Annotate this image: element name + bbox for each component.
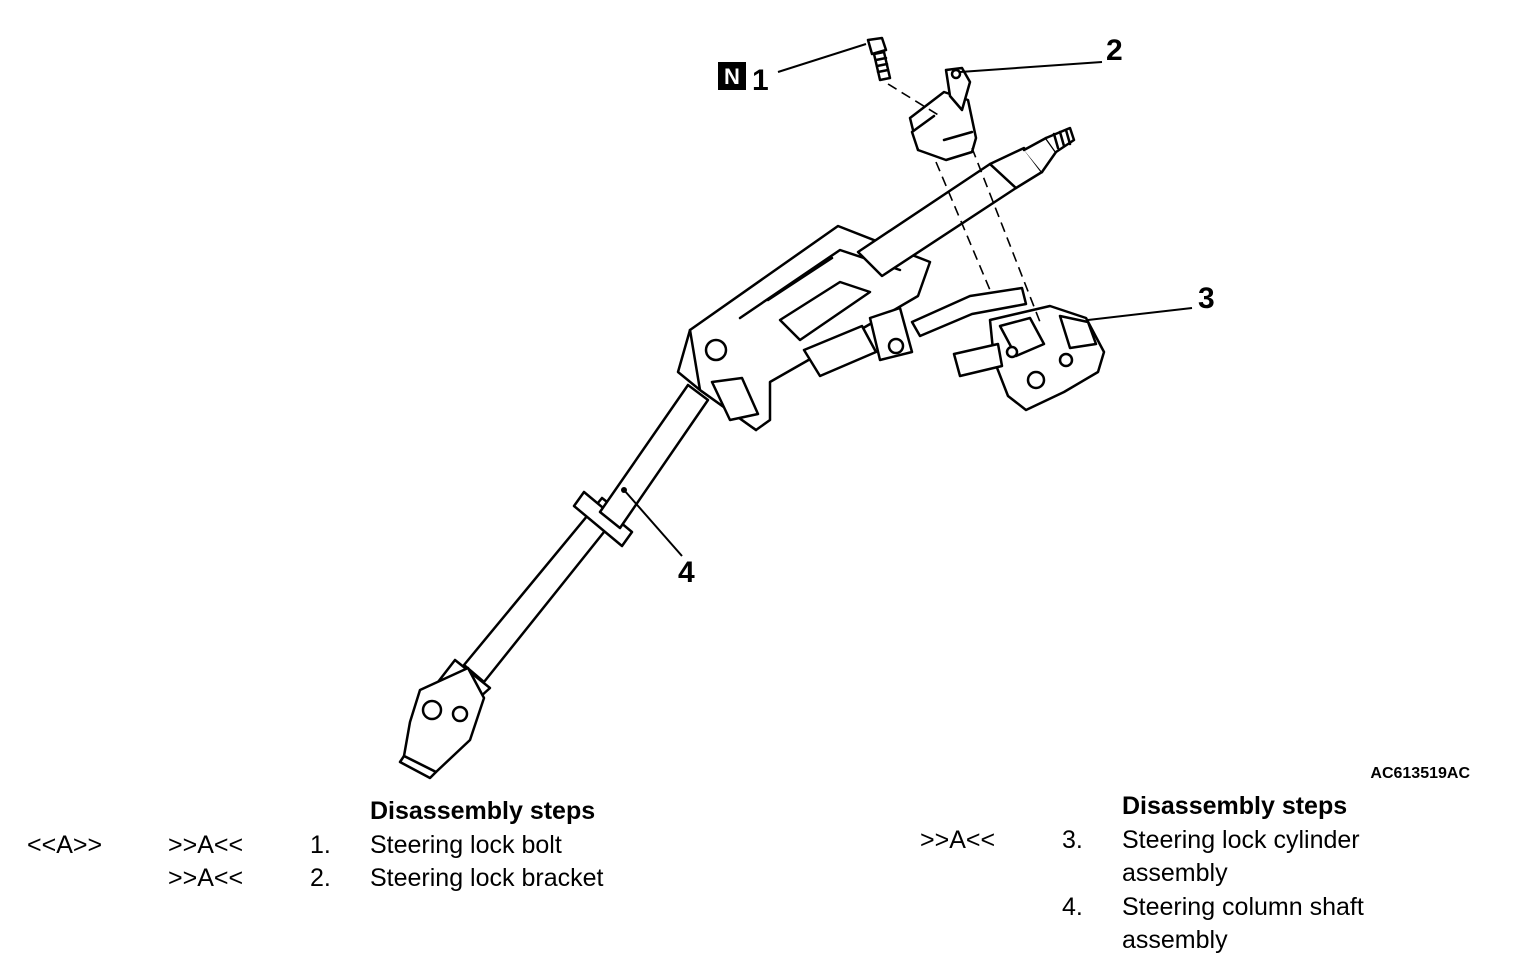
- callout-1: 1: [752, 64, 769, 97]
- step-4-label-cont: assembly: [1122, 926, 1228, 954]
- steering-column-diagram: N 1 2 3 4 AC613519AC: [398, 34, 1470, 782]
- lock-bracket-part: [908, 66, 978, 162]
- step-4-label: Steering column shaft: [1122, 893, 1364, 921]
- step-2-number: 2.: [310, 864, 331, 892]
- step-1-number: 1.: [310, 831, 331, 859]
- alignment-lines: [887, 83, 1041, 323]
- new-part-badge-label: N: [724, 64, 740, 89]
- right-steps-table: Disassembly steps >>A<< 3. Steering lock…: [0, 790, 1536, 970]
- lock-bolt-part: [866, 36, 892, 82]
- right-steps-heading: Disassembly steps: [1122, 792, 1348, 820]
- left-steps-table: Disassembly steps <<A>> >>A<< 1. Steerin…: [0, 795, 700, 905]
- intermediate-shaft-part: [398, 383, 710, 780]
- step-2-ref-b: >>A<<: [168, 864, 244, 892]
- column-bracket-part: [676, 224, 932, 432]
- step-3-label-cont: assembly: [1122, 859, 1228, 887]
- step-1-ref-a: <<A>>: [27, 831, 103, 859]
- step-3-number: 3.: [1062, 826, 1083, 854]
- leader-lines: [623, 43, 1193, 557]
- step-1-label: Steering lock bolt: [370, 831, 562, 859]
- lock-cylinder-part: [910, 286, 1106, 412]
- step-3-ref: >>A<<: [920, 826, 996, 854]
- callout-3: 3: [1198, 282, 1215, 315]
- step-4-number: 4.: [1062, 893, 1083, 921]
- callout-4: 4: [678, 556, 695, 589]
- new-part-badge: [718, 62, 746, 90]
- step-3-label: Steering lock cylinder: [1122, 826, 1360, 854]
- step-1-ref-b: >>A<<: [168, 831, 244, 859]
- step-2-label: Steering lock bracket: [370, 864, 604, 892]
- figure-id: AC613519AC: [1370, 765, 1470, 782]
- left-steps-heading: Disassembly steps: [370, 797, 596, 825]
- callout-2: 2: [1106, 34, 1123, 67]
- upper-shaft-part: [856, 126, 1076, 278]
- leader-dot: [621, 487, 627, 493]
